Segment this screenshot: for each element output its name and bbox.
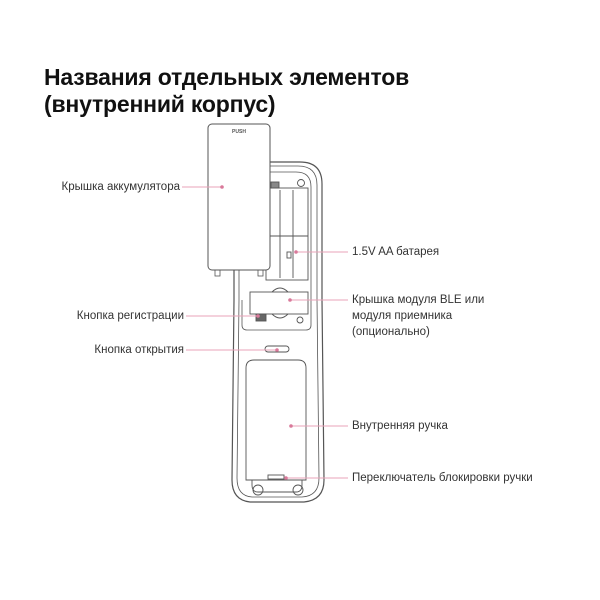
label-handle-lock-switch: Переключатель блокировки ручки	[352, 472, 533, 484]
title-line-2: (внутренний корпус)	[44, 91, 276, 117]
label-ble-line-3: (опционально)	[352, 326, 430, 338]
label-ble-line-2: модуля приемника	[352, 310, 453, 322]
label-registration-button: Кнопка регистрации	[76, 310, 184, 322]
callout-lines	[182, 186, 348, 479]
open-button-shape	[264, 345, 290, 353]
label-ble-line-1: Крышка модуля BLE или	[352, 294, 485, 306]
label-open-button: Кнопка открытия	[94, 344, 184, 356]
label-battery: 1.5V AA батарея	[352, 246, 440, 258]
label-inner-handle: Внутренняя ручка	[352, 420, 448, 432]
battery-compartment	[265, 179, 309, 281]
inner-handle-shape	[245, 359, 307, 496]
push-marking: PUSH	[232, 129, 246, 135]
label-battery-cover: Крышка аккумулятора	[61, 181, 180, 193]
title-line-1: Названия отдельных элементов	[44, 64, 410, 90]
ble-module-cover-shape	[249, 287, 309, 324]
callout-dots	[220, 185, 298, 480]
label-ble-module-cover: Крышка модуля BLE или модуля приемника (…	[352, 292, 484, 340]
battery-cover-shape: PUSH	[207, 123, 271, 277]
inner-body-outline	[231, 161, 325, 503]
page-title: Названия отдельных элементов (внутренний…	[44, 64, 409, 118]
